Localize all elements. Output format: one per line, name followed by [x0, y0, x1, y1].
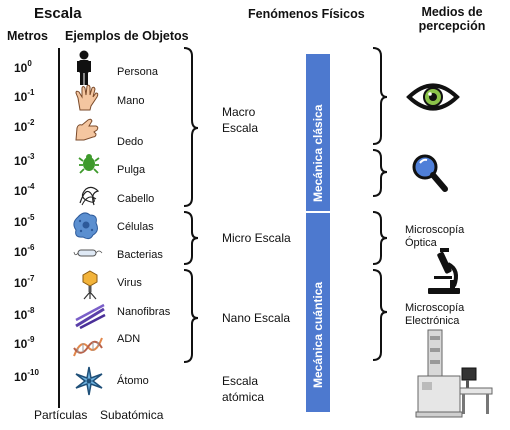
atomic-scale-label: Escala atómica — [222, 373, 264, 405]
optical-microscopy-label: Microscopía Óptica — [405, 224, 464, 250]
header-medios: Medios de percepción — [412, 5, 492, 33]
macro-bracket — [183, 47, 199, 207]
magnifier-bracket — [372, 149, 388, 197]
hand-icon — [75, 84, 99, 111]
flea-icon — [78, 154, 100, 174]
header-medios-line1: Medios de — [421, 5, 483, 19]
footer-subatomica: Subatómica — [100, 408, 164, 422]
atomic-line2: atómica — [222, 390, 265, 404]
atomic-line1: Escala — [222, 374, 259, 388]
object-label: Bacterias — [117, 249, 163, 261]
bacteria-icon — [73, 249, 103, 257]
title-escala: Escala — [34, 5, 82, 22]
micro-scale-label: Micro Escala — [222, 231, 291, 245]
eye-bracket — [372, 47, 388, 145]
electron-line2: Electrónica — [405, 315, 460, 327]
scale-label: 10-3 — [14, 152, 35, 168]
header-fenomenos: Fenómenos Físicos — [248, 7, 365, 21]
magnifier-icon — [412, 154, 448, 192]
header-ejemplos: Ejemplos de Objetos — [65, 29, 189, 43]
optical-line2: Óptica — [405, 237, 437, 249]
finger-icon — [75, 118, 99, 141]
macro-line2: Escala — [222, 121, 259, 135]
eye-icon — [406, 83, 460, 111]
scale-label: 10-2 — [14, 118, 35, 134]
object-label: Persona — [117, 66, 158, 78]
scale-label: 10-9 — [14, 335, 35, 351]
header-metros: Metros — [7, 29, 48, 43]
scale-label: 10-8 — [14, 306, 35, 322]
object-label: Células — [117, 221, 154, 233]
micro-bracket — [183, 211, 199, 265]
scale-label: 10-7 — [14, 274, 35, 290]
scale-label: 10-1 — [14, 88, 35, 104]
object-label: Dedo — [117, 136, 144, 148]
microscope-icon — [428, 248, 460, 294]
virus-icon — [82, 270, 98, 300]
electron-bracket — [372, 269, 388, 361]
object-label: ADN — [117, 333, 141, 345]
macro-scale-label: Macro Escala — [222, 104, 258, 136]
mechanics-divider — [306, 211, 330, 213]
footer-particulas: Partículas — [34, 408, 88, 422]
scale-label: 10-4 — [14, 182, 35, 198]
object-label: Nanofibras — [117, 306, 171, 318]
optical-line1: Microscopía — [405, 224, 465, 236]
cell-icon — [73, 212, 98, 240]
atom-icon — [75, 366, 103, 396]
scale-label: 10-6 — [14, 243, 35, 259]
object-label: Virus — [117, 277, 142, 289]
macro-line1: Macro — [222, 105, 256, 119]
person-icon — [77, 50, 91, 85]
nanofibers-icon — [75, 303, 106, 330]
object-label: Cabello — [117, 193, 155, 205]
hair-icon — [79, 186, 100, 206]
object-label: Átomo — [117, 375, 149, 387]
scale-label: 10-10 — [14, 368, 39, 384]
nano-scale-label: Nano Escala — [222, 311, 291, 325]
header-medios-line2: percepción — [418, 19, 486, 33]
electron-microscope-icon — [415, 329, 493, 418]
electron-microscopy-label: Microscopía Electrónica — [405, 302, 464, 328]
nano-bracket — [183, 269, 199, 363]
electron-line1: Microscopía — [405, 302, 465, 314]
scale-label: 100 — [14, 59, 32, 75]
mechanics-bar — [306, 54, 330, 412]
dna-icon — [73, 337, 103, 357]
object-label: Pulga — [117, 164, 146, 176]
scale-label: 10-5 — [14, 213, 35, 229]
object-label: Mano — [117, 95, 145, 107]
optical-bracket — [372, 211, 388, 265]
